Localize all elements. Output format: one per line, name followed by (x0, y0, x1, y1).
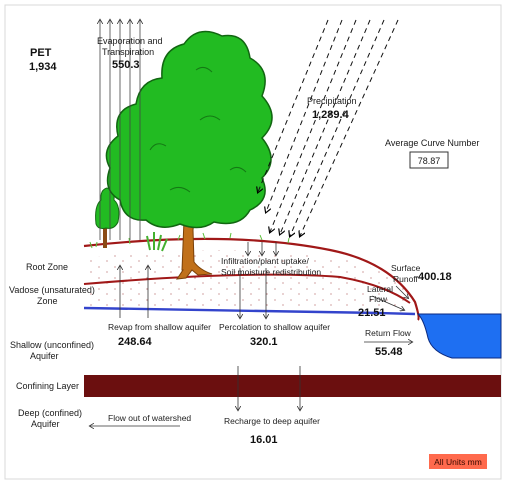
zone-label-vadose-1: Vadose (unsaturated) (9, 285, 95, 295)
units-badge-label: All Units mm (434, 457, 482, 467)
lateral-flow-arrow (371, 295, 404, 310)
curve-number-label: Average Curve Number (385, 138, 479, 148)
surface-runoff-label-1: Surface (391, 263, 421, 273)
return-flow-value: 55.48 (375, 346, 403, 358)
pet-label: PET (30, 47, 52, 59)
confining-layer-band (84, 375, 501, 397)
zone-label-vadose-2: Zone (37, 296, 58, 306)
flow-out-label: Flow out of watershed (108, 413, 191, 423)
lateral-flow-label-1: Lateral (367, 284, 393, 294)
return-flow-label: Return Flow (365, 328, 412, 338)
water-table-line (83, 306, 381, 315)
lateral-flow-value: 21.51 (358, 307, 386, 319)
recharge-arrows (238, 366, 300, 410)
evaporation-arrows (100, 20, 140, 240)
zone-label-shallow-1: Shallow (unconfined) (10, 340, 94, 350)
curve-number-value: 78.87 (418, 156, 441, 166)
revap-value: 248.64 (118, 336, 153, 348)
infiltration-label-1: Infiltration/plant uptake/ (221, 256, 310, 266)
pet-value: 1,934 (29, 61, 57, 73)
water-table-line-end (379, 311, 416, 316)
ground-grass (89, 232, 290, 249)
evaporation-label-2: Transpiration (102, 47, 154, 57)
infiltration-arrows (248, 242, 276, 255)
units-badge (429, 454, 487, 469)
vadose-zone-fill (84, 250, 415, 309)
precipitation-value: 1,289.4 (312, 109, 350, 121)
surface-runoff-arrow (395, 285, 408, 298)
root-zone-boundary (83, 273, 411, 304)
zone-label-confining: Confining Layer (16, 381, 79, 391)
revap-label: Revap from shallow aquifer (108, 322, 211, 332)
small-tree-icon (95, 187, 120, 248)
precipitation-arrows (258, 19, 399, 236)
large-tree-foliage-icon (105, 30, 273, 229)
percolation-arrows (240, 268, 266, 318)
infiltration-label-2: Soil moisture redistribution (221, 267, 321, 277)
zone-label-deep-1: Deep (confined) (18, 408, 82, 418)
revap-arrows (120, 266, 148, 318)
evaporation-value: 550.3 (112, 59, 140, 71)
percolation-label: Percolation to shallow aquifer (219, 322, 330, 332)
surface-runoff-label-2: Runoff (393, 274, 419, 284)
small-bush-icon (146, 232, 168, 252)
recharge-value: 16.01 (250, 434, 278, 446)
recharge-label: Recharge to deep aquifer (224, 416, 320, 426)
stream-water (416, 313, 502, 359)
surface-runoff-value: 400.18 (418, 271, 452, 283)
evaporation-label-1: Evaporation and (97, 36, 163, 46)
curve-number-box (409, 151, 449, 169)
lateral-flow-label-2: Flow (369, 294, 388, 304)
zone-label-root: Root Zone (26, 262, 68, 272)
zone-label-shallow-2: Aquifer (30, 351, 59, 361)
percolation-value: 320.1 (250, 336, 278, 348)
precipitation-label: Precipitation (307, 96, 357, 106)
zone-label-deep-2: Aquifer (31, 419, 60, 429)
